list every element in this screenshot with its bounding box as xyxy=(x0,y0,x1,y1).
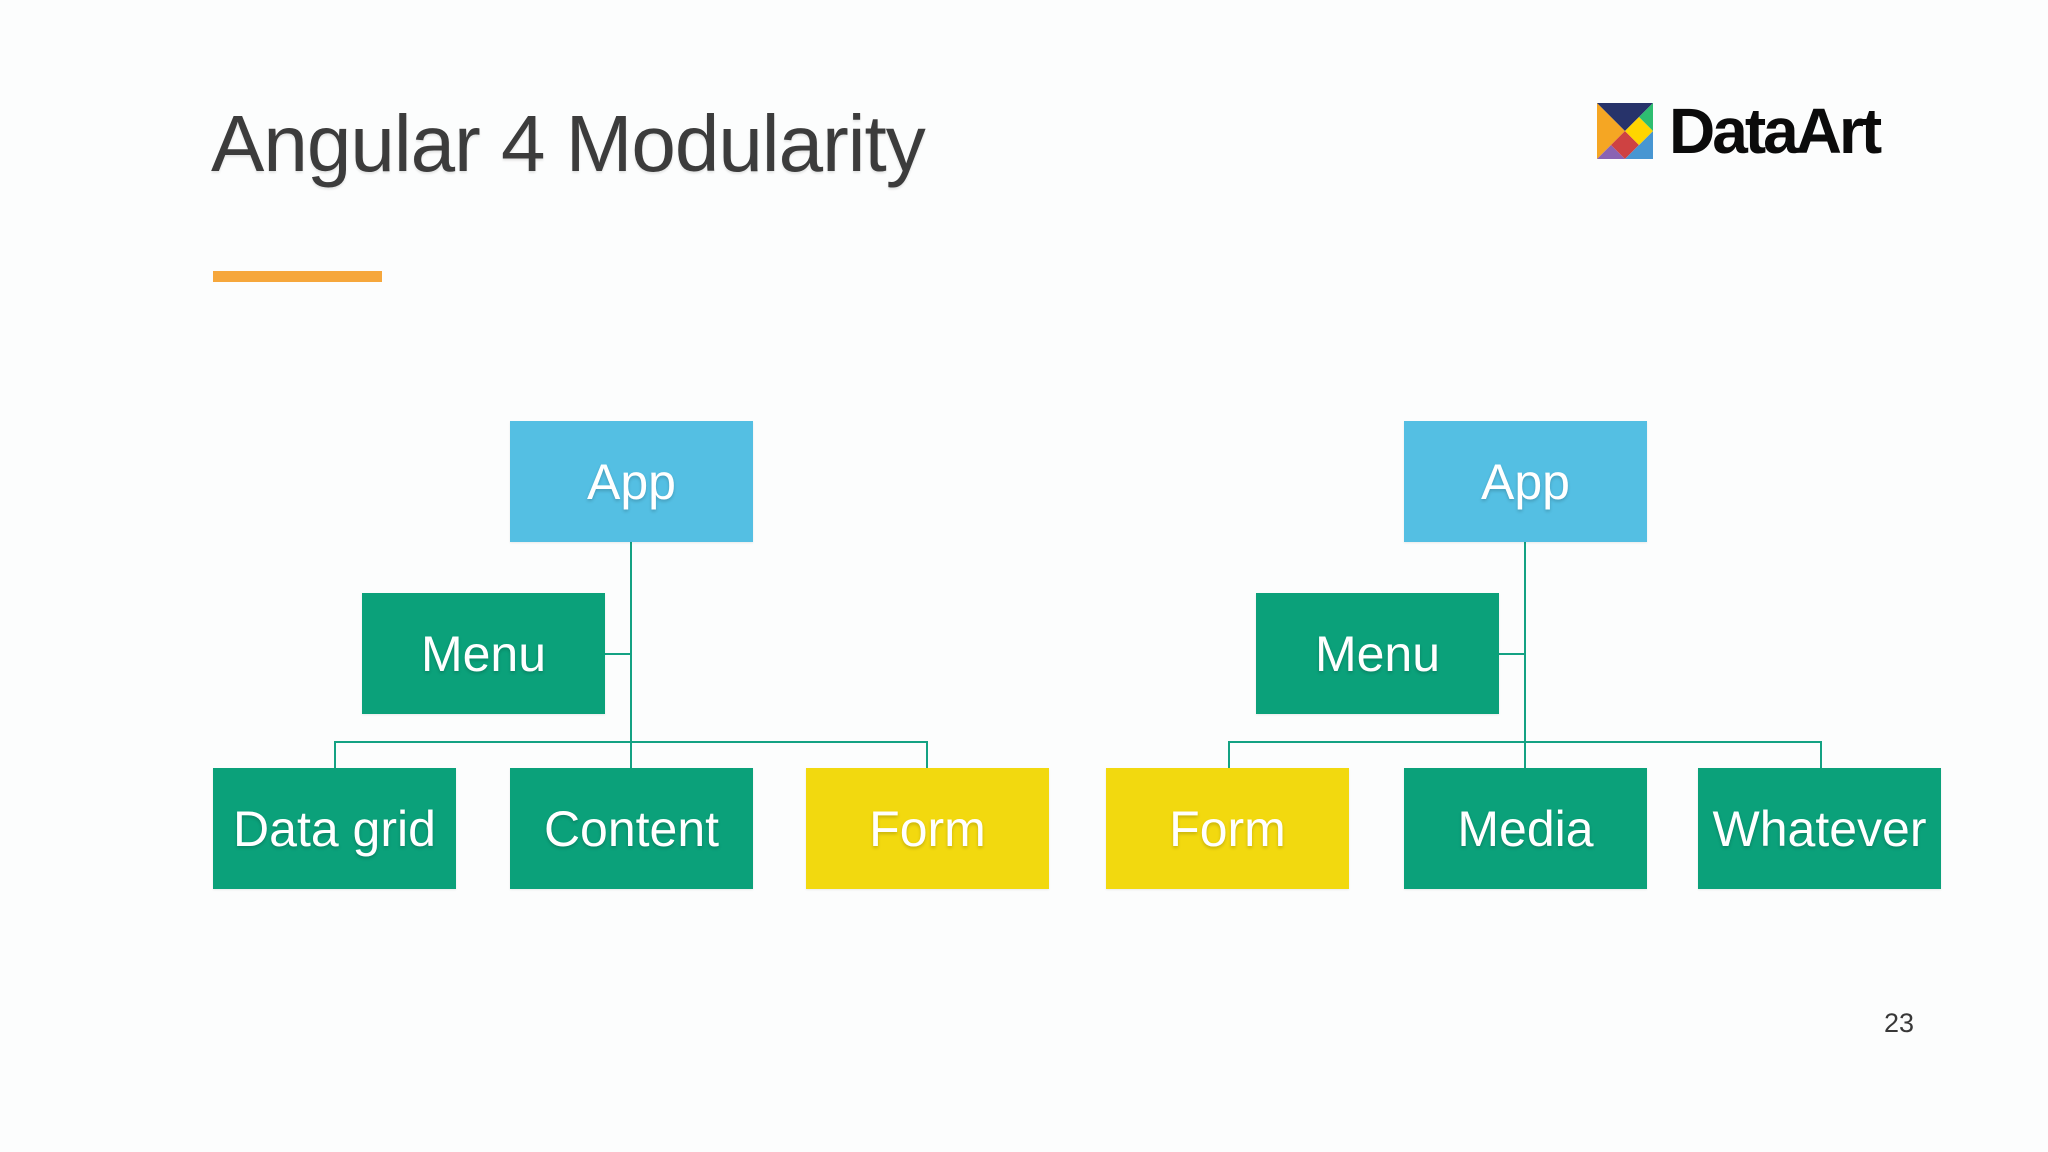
node-label: Data grid xyxy=(233,800,436,857)
node-whatever: Whatever xyxy=(1698,768,1941,889)
page-title: Angular 4 Modularity xyxy=(211,99,926,188)
left-child1-stub-line xyxy=(334,741,336,768)
node-media: Media xyxy=(1404,768,1647,889)
page-number: 23 xyxy=(1884,1008,1915,1038)
accent-bar xyxy=(213,271,382,282)
brand-wordmark: DataArt xyxy=(1669,95,1882,167)
right-child1-stub-line xyxy=(1228,741,1230,768)
node-label: Whatever xyxy=(1712,800,1927,857)
node-label: Form xyxy=(869,800,986,857)
node-label: Menu xyxy=(420,625,547,682)
node-app: App xyxy=(510,421,753,542)
node-label: Media xyxy=(1457,800,1594,857)
left-menu-stub-line xyxy=(605,653,632,655)
node-label: Form xyxy=(1169,800,1286,857)
right-child3-stub-line xyxy=(1820,741,1822,768)
node-label: App xyxy=(587,453,676,510)
left-child3-stub-line xyxy=(926,741,928,768)
node-content: Content xyxy=(510,768,753,889)
node-form: Form xyxy=(1106,768,1349,889)
dataart-tangram-icon xyxy=(1597,103,1653,159)
left-children-rail-line xyxy=(334,741,928,743)
node-label: Menu xyxy=(1314,625,1441,682)
node-label: App xyxy=(1481,453,1570,510)
right-root-vertical-line xyxy=(1524,541,1526,768)
right-children-rail-line xyxy=(1228,741,1822,743)
node-menu: Menu xyxy=(1256,593,1499,714)
right-menu-stub-line xyxy=(1498,653,1524,655)
node-app: App xyxy=(1404,421,1647,542)
node-data-grid: Data grid xyxy=(213,768,456,889)
node-form: Form xyxy=(806,768,1049,889)
node-menu: Menu xyxy=(362,593,605,714)
brand-logo: DataArt xyxy=(1597,95,1882,167)
node-label: Content xyxy=(543,800,720,857)
